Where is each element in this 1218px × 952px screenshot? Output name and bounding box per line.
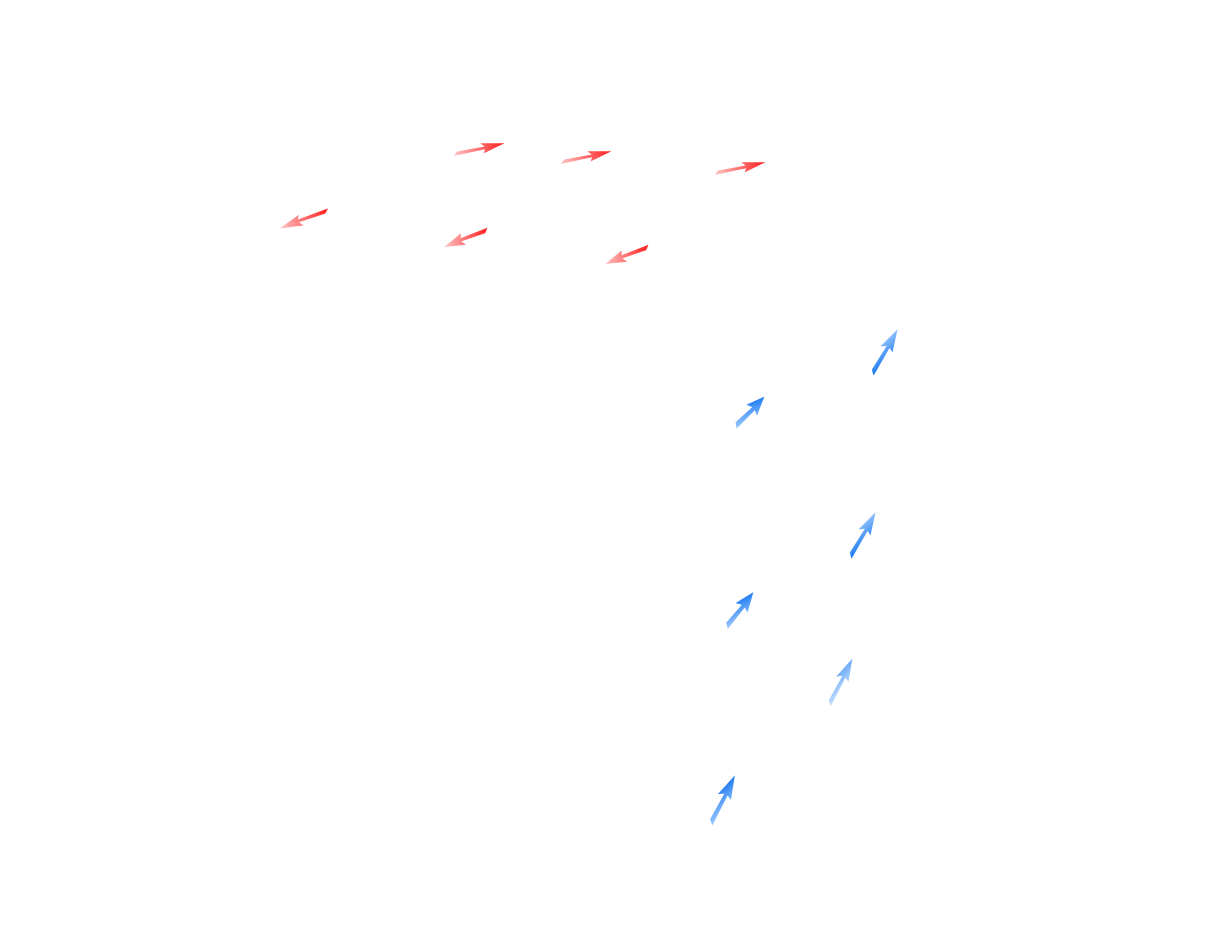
blue-arrow-group <box>702 326 906 827</box>
red-arrow <box>713 158 767 177</box>
red-arrow <box>602 242 652 268</box>
red-arrow <box>452 139 506 158</box>
blue-arrow <box>718 588 761 631</box>
red-arrow <box>559 147 613 166</box>
red-arrow-group <box>277 139 767 268</box>
blue-arrow <box>702 772 744 827</box>
red-arrow <box>277 206 331 232</box>
blue-arrow <box>728 392 771 431</box>
blue-arrow <box>842 509 884 560</box>
red-arrow <box>441 225 491 251</box>
blue-arrow <box>821 656 861 708</box>
blue-arrow <box>864 326 906 377</box>
